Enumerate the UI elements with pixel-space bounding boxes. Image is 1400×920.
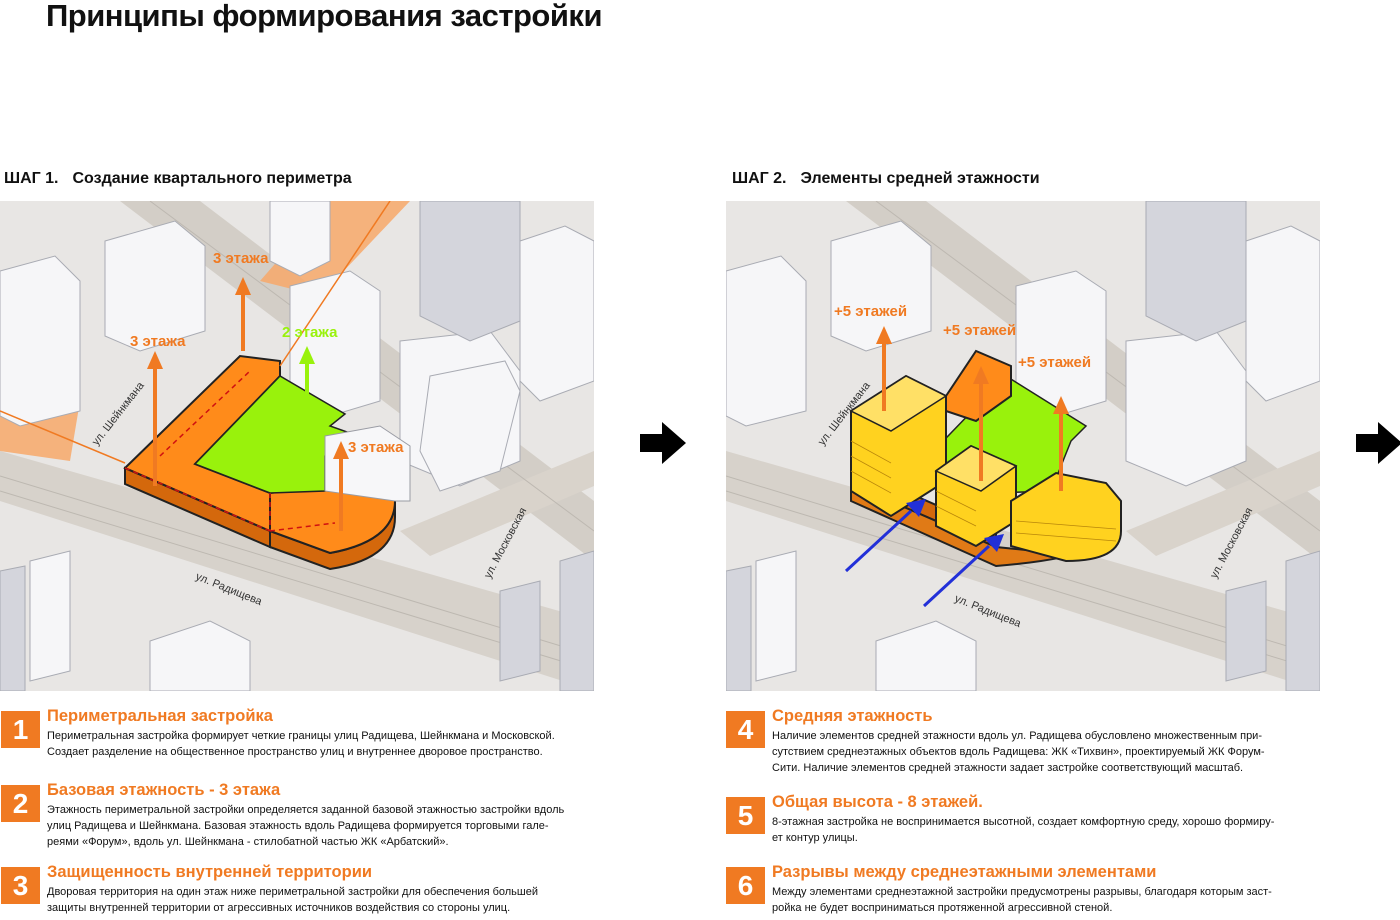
item-2-number: 2 [1,785,40,822]
item-5-title: Общая высота - 8 этажей. [772,793,983,811]
item-4-number: 4 [726,711,765,748]
item-4-line: Сити. Наличие элементов средней этажност… [772,762,1244,774]
s2-label-floors-c: +5 этажей [1018,354,1091,371]
s1-label-floors-a: 3 этажа [130,333,186,350]
item-2-text: Этажность периметральной застройки опред… [47,802,612,850]
road-radishcheva [0,451,594,691]
item-5-line: 8-этажная застройка не воспринимается вы… [772,816,1275,828]
item-4-line: сутствием среднеэтажных объектов вдоль Р… [772,746,1265,758]
item-5-text: 8-этажная застройка не воспринимается вы… [772,814,1332,846]
item-4-text: Наличие элементов средней этажности вдол… [772,728,1332,776]
item-3-line: Дворовая территория на один этаж ниже пе… [47,886,539,898]
step1-diagram: 3 этажа 3 этажа 2 этажа 3 этажа ул. Шейн… [0,201,594,691]
item-2-line: реями «Форум», вдоль ул. Шейнкмана - сти… [47,836,449,848]
item-6-line: ройка не будет восприниматься протяженно… [772,902,1113,914]
item-6-title: Разрывы между среднеэтажными элементами [772,863,1157,881]
item-6-line: Между элементами среднеэтажной застройки… [772,886,1272,898]
s1-label-floors-b: 3 этажа [213,250,269,267]
item-3-title: Защищенность внутренней территории [47,863,372,881]
item-3-line: защиты внутренней территории от агрессив… [47,902,511,914]
s2-label-floors-b: +5 этажей [943,322,1016,339]
next-step-arrow-icon-2 [1356,420,1400,471]
item-1-number: 1 [1,711,40,748]
step1-number: ШАГ 1. [4,170,59,187]
road-moskovskaya [400,451,594,556]
step2-title: Элементы средней этажности [800,170,1040,187]
step2-heading: ШАГ 2. Элементы средней этажности [732,170,1040,188]
item-5-line: ет контур улицы. [772,832,858,844]
page-title: Принципы формирования застройки [46,0,603,33]
step1-heading: ШАГ 1. Создание квартального периметра [4,170,352,188]
item-5-number: 5 [726,797,765,834]
item-4-title: Средняя этажность [772,707,933,725]
item-6-text: Между элементами среднеэтажной застройки… [772,884,1332,916]
item-6-number: 6 [726,867,765,904]
step2-diagram: +5 этажей +5 этажей +5 этажей ул. Шейнкм… [726,201,1320,691]
item-3-number: 3 [1,867,40,904]
item-2-title: Базовая этажность - 3 этажа [47,781,281,799]
item-1-text: Периметральная застройка формирует четки… [47,728,612,760]
item-4-line: Наличие элементов средней этажности вдол… [772,730,1262,742]
item-1-line: Периметральная застройка формирует четки… [47,730,555,742]
item-2-line: улиц Радищева и Шейнкмана. Базовая этажн… [47,820,549,832]
item-1-line: Создает разделение на общественное прост… [47,746,543,758]
s1-label-floors-d: 3 этажа [348,439,404,456]
item-2-line: Этажность периметральной застройки опред… [47,804,565,816]
item-3-text: Дворовая территория на один этаж ниже пе… [47,884,612,916]
s1-label-floors-c: 2 этажа [282,324,338,341]
next-step-arrow-icon [640,420,686,471]
step2-number: ШАГ 2. [732,170,787,187]
item-1-title: Периметральная застройка [47,707,273,725]
s2-label-floors-a: +5 этажей [834,303,907,320]
step1-title: Создание квартального периметра [72,170,352,187]
